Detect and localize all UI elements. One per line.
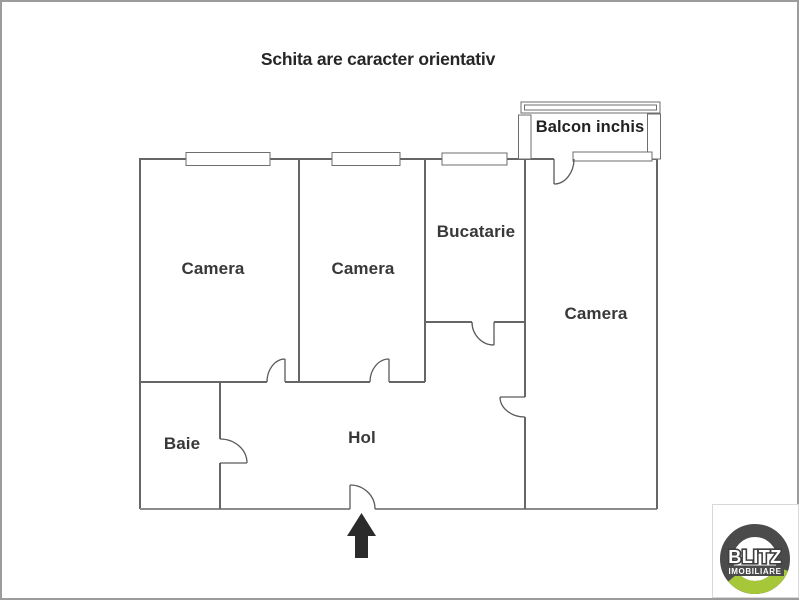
blitz-logo: BLITZ IMOBILIARE: [712, 504, 799, 598]
door-hol-camera-right: [499, 396, 526, 418]
logo-brand-text: BLITZ: [728, 547, 782, 567]
walls: [139, 158, 658, 510]
door-balcony: [553, 158, 575, 185]
balcony-glazing-left: [517, 114, 532, 160]
blitz-logo-graphic: BLITZ IMOBILIARE: [720, 524, 790, 594]
room-label-camera-left: Camera: [181, 259, 245, 278]
disclaimer-title: Schita are caracter orientativ: [260, 49, 496, 69]
room-label-camera-right: Camera: [564, 304, 628, 323]
windows: [185, 101, 662, 167]
window-camera-middle: [331, 151, 401, 167]
room-label-baie: Baie: [163, 434, 201, 453]
balcony-glazing-right: [646, 113, 662, 160]
door-camera-middle: [369, 358, 390, 383]
wall-left-top: [139, 158, 525, 509]
window-camera-left: [185, 151, 271, 167]
logo-subtitle-band: [726, 565, 784, 576]
logo-subtitle-text: IMOBILIARE: [728, 567, 781, 576]
window-kitchen: [441, 152, 508, 166]
door-entrance: [349, 484, 376, 510]
doors: [219, 158, 575, 510]
door-kitchen: [471, 321, 495, 346]
door-baie: [219, 438, 248, 464]
room-label-balcon: Balcon inchis: [535, 118, 645, 136]
balcony-glazing-top-inner: [523, 104, 658, 111]
window-balcony-sill: [572, 151, 653, 162]
room-label-camera-middle: Camera: [331, 259, 395, 278]
room-label-hol: Hol: [348, 428, 376, 447]
door-camera-left: [266, 358, 286, 383]
room-label-bucatarie: Bucatarie: [436, 222, 516, 241]
entrance-arrow-icon: [347, 513, 376, 558]
